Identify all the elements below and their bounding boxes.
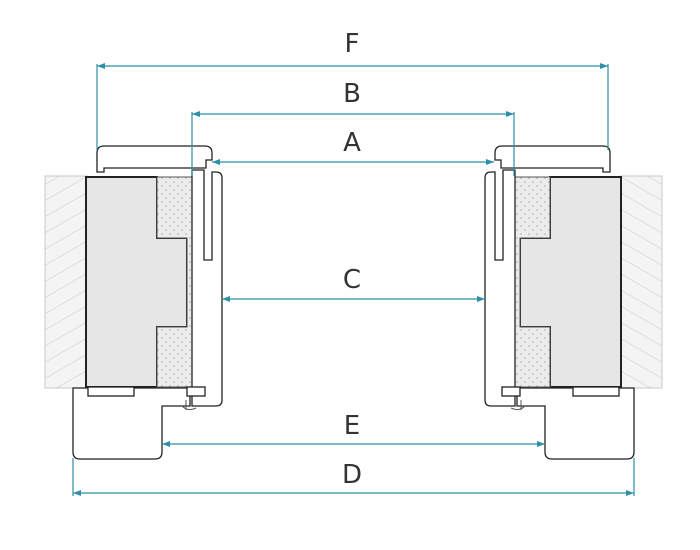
dimension-b: B <box>191 79 515 176</box>
right-jamb-profile <box>484 169 516 407</box>
right-bottom-plate <box>572 386 620 397</box>
dimension-a: A <box>212 128 494 165</box>
dimension-b-label: B <box>343 79 361 109</box>
left-top-cap <box>96 145 213 173</box>
right-seal-icon <box>510 400 526 411</box>
dimension-c: C <box>222 265 485 302</box>
left-jamb-assembly <box>44 145 223 460</box>
dimension-d: D <box>72 458 635 496</box>
right-back-casing <box>516 387 635 460</box>
left-back-casing <box>72 387 191 460</box>
right-top-cap <box>494 145 611 173</box>
left-seal-strip <box>186 386 206 397</box>
dimension-e: E <box>162 411 545 447</box>
left-seal-icon <box>181 400 197 411</box>
right-seal-strip <box>501 386 521 397</box>
dimension-f: F <box>96 29 609 150</box>
dimension-f-label: F <box>345 29 360 59</box>
right-jamb-assembly <box>484 145 663 460</box>
left-bottom-plate <box>87 386 135 397</box>
left-wall <box>44 175 88 389</box>
dimension-d-label: D <box>342 460 362 490</box>
dimension-a-label: A <box>343 128 361 158</box>
left-jamb-profile <box>191 169 223 407</box>
dimension-c-label: C <box>343 265 361 295</box>
dimension-e-label: E <box>344 411 360 441</box>
right-wall <box>619 175 663 389</box>
